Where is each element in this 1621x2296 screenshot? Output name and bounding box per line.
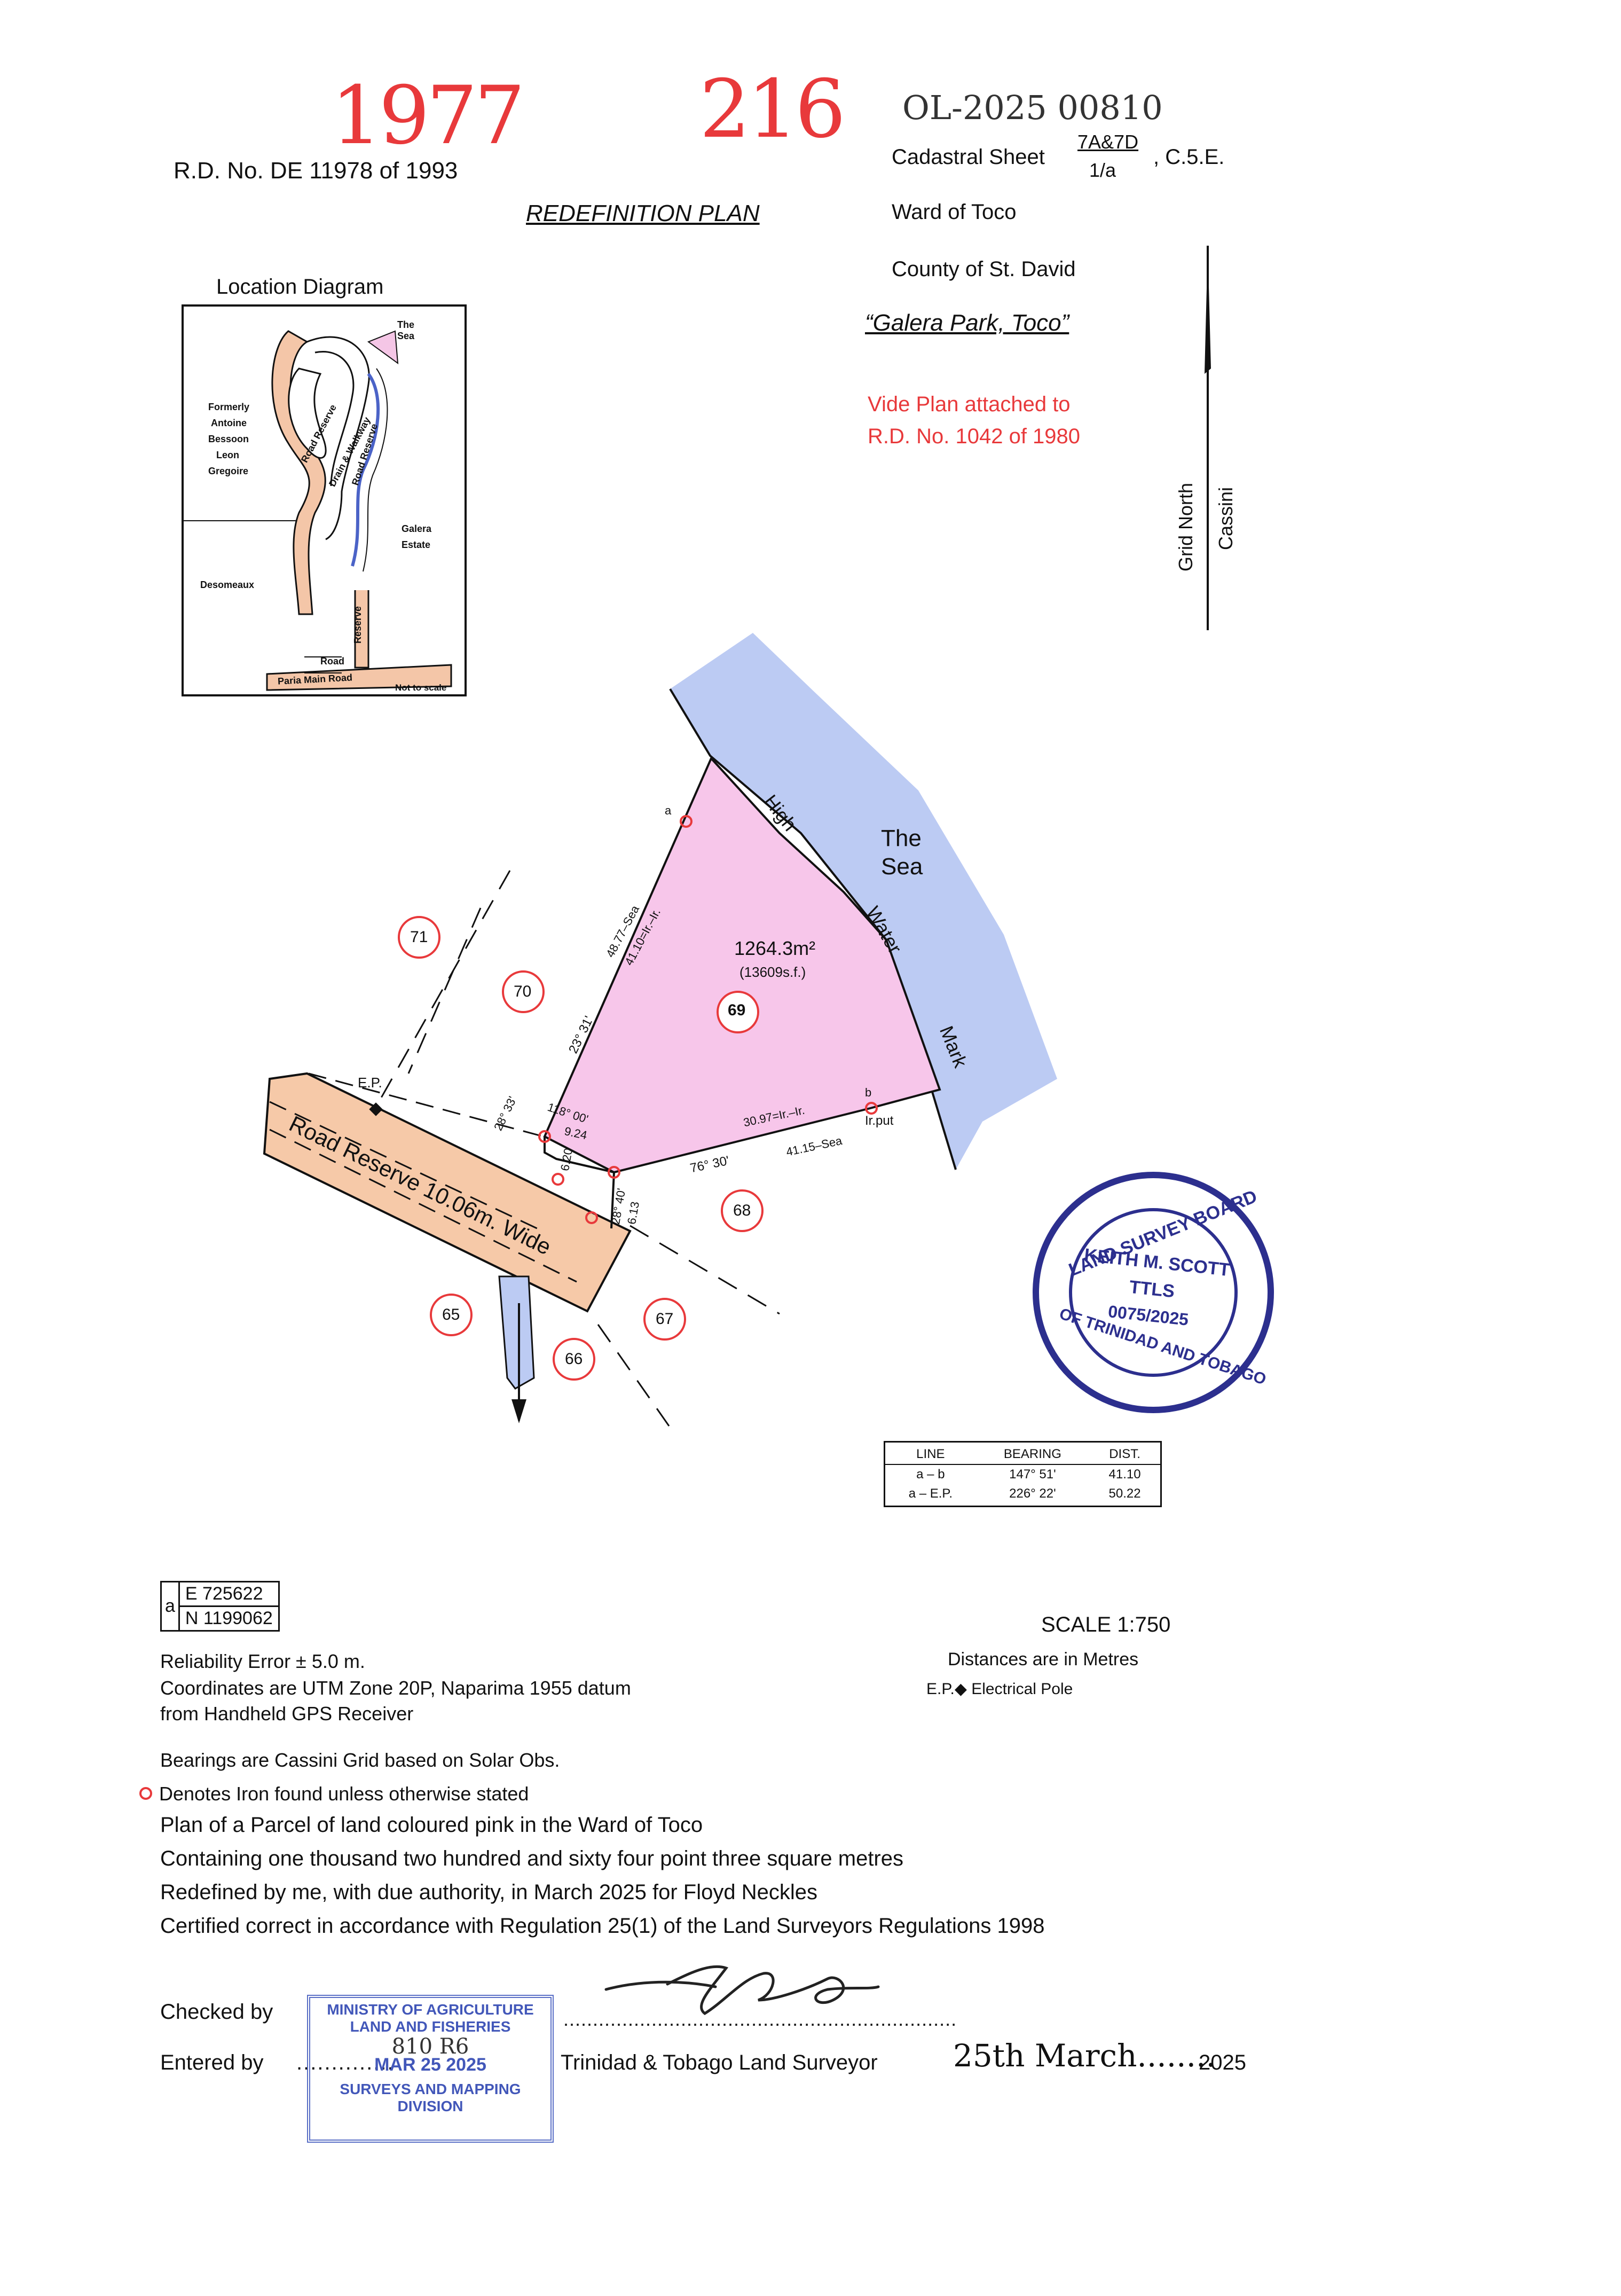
stamp-line-3: SURVEYS AND MAPPING: [340, 2081, 521, 2097]
ir-put-label: Ir.put: [865, 1114, 894, 1128]
red-number-1977: 1977: [331, 69, 525, 162]
stamp-line-4: DIVISION: [397, 2098, 463, 2114]
parcel-area-sf: (13609s.f.): [739, 964, 806, 980]
signature-line-dots: ........................................…: [563, 2008, 957, 2030]
coordinate-northing: N 1199062: [178, 1605, 280, 1632]
loc-formerly-2: Bessoon: [208, 434, 249, 444]
location-diagram-title: Location Diagram: [216, 275, 384, 299]
entered-by-label: Entered by: [160, 2051, 264, 2074]
entered-by-dots: ..............: [296, 2051, 395, 2074]
coordinate-box: a E 725622 N 1199062: [160, 1581, 280, 1632]
parcel-access-strip: [544, 1137, 616, 1229]
cadastral-denominator: 1/a: [1089, 159, 1116, 181]
line-table-header-dist: DIST.: [1089, 1445, 1160, 1465]
location-diagram-map: [183, 330, 452, 691]
county: County of St. David: [892, 257, 1076, 281]
loc-desomeaux: Desomeaux: [200, 579, 255, 590]
electric-pole-legend: E.P.◆ Electrical Pole: [926, 1680, 1073, 1698]
cadastral-numerator: 7A&7D: [1077, 131, 1139, 153]
loc-formerly-0: Formerly: [208, 402, 250, 412]
table-row: a – E.P. 226° 22' 50.22: [908, 1486, 1141, 1501]
land-survey-board-seal: [1033, 1172, 1274, 1413]
surveyor-label: Trinidad & Tobago Land Surveyor: [561, 2051, 878, 2074]
distances-note: Distances are in Metres: [948, 1649, 1139, 1670]
stamp-handwritten: 810 R6: [391, 2034, 469, 2059]
sea-area: [670, 633, 1057, 1170]
stamp-line-1: MINISTRY OF AGRICULTURE: [327, 2001, 534, 2018]
loc-formerly-4: Gregoire: [208, 466, 249, 476]
line-table-header-bearing: BEARING: [975, 1445, 1090, 1465]
ward: Ward of Toco: [892, 200, 1017, 224]
signed-date: 25th March........: [953, 2038, 1216, 2074]
loc-formerly-1: Antoine: [211, 418, 247, 428]
parcel-69: [543, 756, 941, 1174]
road-reserve: [263, 1072, 632, 1313]
sea-label-the: The: [881, 825, 922, 851]
iron-markers: [538, 815, 878, 1224]
loc-the-sea: The Sea: [397, 319, 415, 341]
loc-galera-1: Estate: [402, 539, 431, 550]
loc-galera-0: Galera: [402, 523, 432, 534]
checked-by-label: Checked by: [160, 2000, 273, 2024]
surveyor-signature-icon: [604, 1965, 880, 2016]
red-number-216: 216: [699, 63, 846, 156]
lot-number-65: 65: [442, 1306, 460, 1323]
scale-label: SCALE 1:750: [1041, 1613, 1171, 1636]
cert-line-3: Redefined by me, with due authority, in …: [160, 1880, 817, 1904]
north-arrow-icon: [1205, 246, 1211, 630]
coordinate-easting: E 725622: [178, 1581, 280, 1607]
point-b-label: b: [865, 1086, 872, 1099]
line-bearing-table: LINE BEARING DIST. a – b 147° 51' 41.10 …: [884, 1441, 1162, 1507]
iron-legend-icon: [139, 1787, 152, 1800]
loc-reserve: Reserve: [352, 606, 363, 644]
road-reserve-dashes: [269, 1072, 577, 1283]
stamp-date: MAR 25 2025: [374, 2055, 486, 2075]
table-row: a – b 147° 51' 41.10: [916, 1467, 1141, 1482]
lot-number-66: 66: [565, 1350, 583, 1368]
loc-formerly-3: Leon: [216, 450, 239, 460]
lot-number-68: 68: [733, 1202, 751, 1219]
stamp-line-2: LAND AND FISHERIES: [350, 2018, 511, 2035]
loc-not-to-scale: Not to scale: [395, 683, 447, 693]
locality: “Galera Park, Toco”: [865, 310, 1069, 336]
loc-road: Road: [320, 656, 344, 667]
coordinate-point: a: [160, 1581, 180, 1632]
cadastral-label: Cadastral Sheet: [892, 145, 1045, 169]
lot-number-71: 71: [410, 928, 428, 946]
cert-line-4: Certified correct in accordance with Reg…: [160, 1914, 1045, 1938]
lot-number-67: 67: [656, 1310, 674, 1328]
vide-plan-line-2: R.D. No. 1042 of 1980: [868, 425, 1081, 448]
point-a-label: a: [665, 804, 672, 817]
coordinates-note-1: Coordinates are UTM Zone 20P, Naparima 1…: [160, 1677, 631, 1699]
line-table-header-line: LINE: [885, 1445, 976, 1465]
cert-line-2: Containing one thousand two hundred and …: [160, 1847, 903, 1870]
signed-year: 2025: [1199, 2051, 1246, 2074]
lot-boundary-dashes: [373, 870, 780, 1432]
cert-line-1: Plan of a Parcel of land coloured pink i…: [160, 1813, 703, 1837]
cadastral-suffix: , C.5.E.: [1153, 145, 1225, 169]
handwritten-reference: OL-2025 00810: [902, 88, 1163, 127]
sea-label-sea: Sea: [881, 853, 923, 880]
rd-number: R.D. No. DE 11978 of 1993: [174, 158, 458, 184]
lot-number-70: 70: [514, 983, 532, 1000]
location-diagram-frame: [182, 304, 467, 696]
plan-title: REDEFINITION PLAN: [526, 200, 760, 226]
iron-note: Denotes Iron found unless otherwise stat…: [159, 1783, 529, 1805]
parcel-area-m2: 1264.3m²: [734, 937, 816, 959]
drain-channel: [498, 1275, 535, 1390]
ep-label: E.P.: [358, 1075, 382, 1091]
bearings-note: Bearings are Cassini Grid based on Solar…: [160, 1749, 560, 1771]
vide-plan-line-1: Vide Plan attached to: [868, 393, 1071, 416]
ministry-stamp: MINISTRY OF AGRICULTURE LAND AND FISHERI…: [307, 1995, 554, 2143]
reliability-error: Reliability Error ± 5.0 m.: [160, 1650, 365, 1672]
neighbor-lot-circles: [398, 916, 764, 1381]
coordinates-note-2: from Handheld GPS Receiver: [160, 1703, 414, 1725]
lot-number-69: 69: [728, 1001, 746, 1019]
